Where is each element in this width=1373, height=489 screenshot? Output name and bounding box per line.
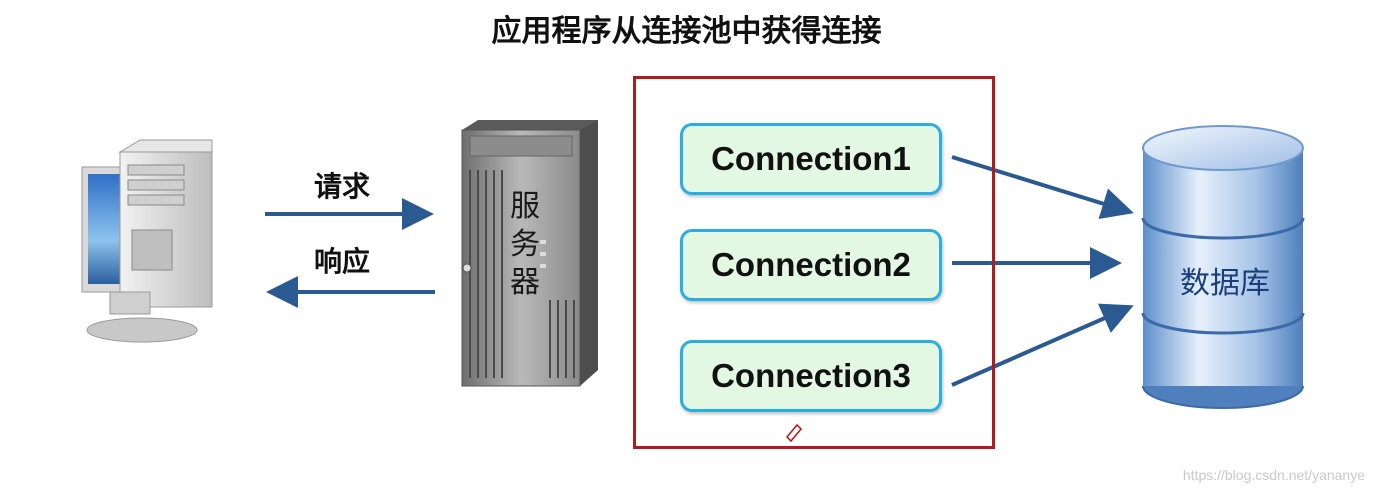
server-icon: [461, 120, 598, 387]
pencil-cursor-icon: [785, 423, 803, 443]
server-label: 服务器: [510, 189, 540, 300]
connection-3: Connection3: [680, 340, 942, 412]
connection-1: Connection1: [680, 123, 942, 195]
watermark: https://blog.csdn.net/yananye: [1182, 467, 1365, 483]
connection1-arrow: [951, 155, 1134, 220]
connection-pool-box: [633, 76, 995, 449]
connection-2: Connection2: [680, 229, 942, 301]
database-label: 数据库: [1180, 266, 1270, 301]
database-icon: [1141, 125, 1305, 409]
diagram-title: 应用程序从连接池中获得连接: [491, 14, 882, 49]
client-computer-icon: [81, 139, 213, 343]
request-label: 请求: [314, 170, 371, 203]
connection3-arrow: [951, 303, 1134, 387]
response-label: 响应: [314, 245, 371, 278]
